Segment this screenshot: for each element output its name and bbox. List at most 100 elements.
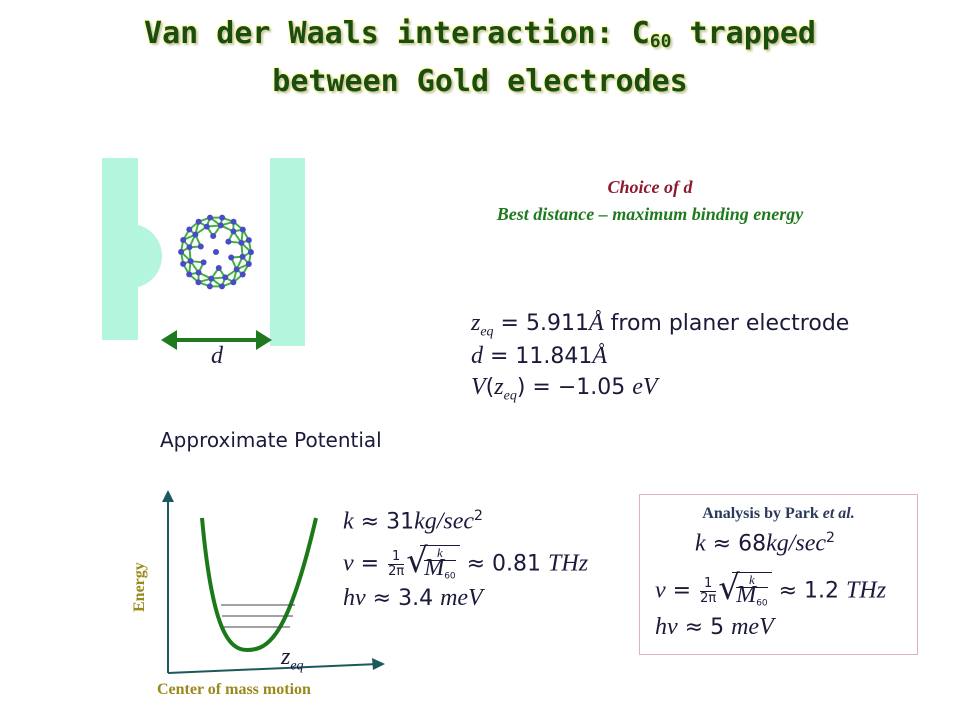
title-line-2: between Gold electrodes bbox=[272, 64, 688, 99]
d-unit: Å bbox=[592, 343, 608, 369]
c60-atom bbox=[178, 248, 185, 255]
zeq-value: = 5.911 bbox=[493, 311, 589, 336]
c60-atom bbox=[239, 253, 246, 260]
park-nu-unit: THz bbox=[846, 577, 887, 604]
zeq-symbol: z bbox=[471, 310, 481, 336]
v-equation: V(zeq) = −1.05 eV bbox=[471, 374, 658, 404]
nu-frac-num: 1 bbox=[388, 549, 405, 565]
k-symbol: k bbox=[343, 508, 354, 535]
park-k-symbol: k bbox=[695, 530, 706, 557]
c60-atom bbox=[200, 259, 207, 266]
c60-atom bbox=[233, 266, 240, 273]
c60-atom bbox=[238, 239, 245, 246]
nu-rad-den: M bbox=[424, 555, 445, 581]
c60-atom bbox=[210, 233, 217, 240]
park-title: Analysis by Park et al. bbox=[639, 505, 918, 523]
park-nu-rad-den: M bbox=[736, 582, 757, 608]
title-line-1: Van der Waals interaction: C60 trapped bbox=[0, 14, 960, 62]
zeq-equation: zeq = 5.911Å from planer electrode bbox=[471, 310, 849, 340]
park-title-italic: et al. bbox=[822, 505, 855, 522]
c60-atom bbox=[218, 283, 225, 290]
c60-atom bbox=[225, 238, 232, 245]
potential-heading: Approximate Potential bbox=[160, 428, 382, 452]
park-hnu-unit: meV bbox=[731, 614, 774, 640]
hnu-value: ≈ 3.4 bbox=[365, 586, 441, 611]
c60-atom bbox=[195, 279, 202, 286]
nu-unit: THz bbox=[548, 550, 589, 577]
c60-atom bbox=[207, 214, 214, 221]
c60-atom bbox=[195, 269, 202, 276]
c60-molecule bbox=[178, 214, 254, 290]
c60-atom bbox=[180, 260, 187, 267]
park-hnu-symbol: hν bbox=[655, 614, 678, 640]
x-axis-arrow bbox=[372, 658, 385, 670]
nu-frac-den: 2π bbox=[388, 563, 405, 579]
k-equation: k ≈ 31kg/sec2 bbox=[343, 508, 483, 535]
zeq-plot-symbol: z bbox=[281, 644, 291, 670]
v-symbol: V bbox=[471, 374, 486, 400]
park-nu-value: ≈ 1.2 bbox=[771, 578, 847, 604]
c60-atom bbox=[230, 279, 237, 286]
c60-atom bbox=[192, 231, 199, 238]
c60-atom bbox=[195, 218, 202, 225]
d-label: d bbox=[211, 343, 224, 369]
park-nu-symbol: ν bbox=[655, 577, 666, 604]
zeq-tail: from planer electrode bbox=[603, 311, 850, 336]
park-nu-frac-den: 2π bbox=[700, 590, 717, 606]
right-electrode bbox=[270, 158, 305, 346]
d-equation: d = 11.841Å bbox=[471, 343, 607, 370]
park-nu-rad-num: k bbox=[736, 573, 768, 588]
left-electrode-tip bbox=[138, 225, 163, 287]
hnu-symbol: hν bbox=[343, 585, 366, 611]
choice-subheading: Best distance – maximum binding energy bbox=[496, 204, 804, 224]
potential-plot bbox=[162, 490, 385, 674]
park-k-exponent: 2 bbox=[826, 530, 835, 546]
c60-atom bbox=[239, 226, 246, 233]
c60-atom bbox=[230, 228, 237, 235]
park-nu-rad-den-wrap: M60 bbox=[736, 583, 768, 611]
park-nu-rad-den-sub: 60 bbox=[756, 598, 768, 609]
c60-atom bbox=[217, 222, 224, 229]
v-arg-subscript: eq bbox=[503, 388, 517, 404]
zeq-subscript: eq bbox=[480, 324, 494, 340]
park-nu-frac-num: 1 bbox=[700, 576, 717, 592]
v-unit: eV bbox=[632, 374, 658, 400]
c60-atom bbox=[208, 275, 215, 282]
zeq-unit: Å bbox=[588, 310, 604, 336]
d-symbol: d bbox=[471, 343, 483, 369]
c60-atom bbox=[187, 258, 194, 265]
distance-arrow-right-head bbox=[256, 330, 272, 350]
k-value: ≈ 31 bbox=[353, 509, 415, 535]
park-hnu-equation: hν ≈ 5 meV bbox=[655, 614, 774, 641]
c60-atom bbox=[203, 223, 210, 230]
c60-atom bbox=[180, 236, 187, 243]
nu-rad-num: k bbox=[424, 546, 456, 561]
v-value: = −1.05 bbox=[525, 375, 633, 400]
choice-heading: Choice of d bbox=[607, 177, 693, 197]
k-exponent: 2 bbox=[474, 508, 483, 524]
c60-atom bbox=[247, 249, 254, 256]
c60-atom bbox=[230, 218, 237, 225]
title-suffix: trapped bbox=[671, 16, 816, 51]
left-electrode bbox=[102, 158, 138, 340]
nu-symbol: ν bbox=[343, 550, 354, 577]
c60-atom bbox=[245, 261, 252, 268]
park-title-prefix: Analysis by Park bbox=[702, 505, 823, 522]
y-axis-label: Energy bbox=[131, 562, 148, 612]
c60-atom bbox=[206, 283, 213, 290]
c60-atom bbox=[239, 271, 246, 278]
v-arg: z bbox=[494, 374, 504, 400]
park-nu-equation: ν = 12πkM60 ≈ 1.2 THz bbox=[655, 568, 887, 611]
c60-atom bbox=[219, 214, 226, 221]
v-close-paren: ) bbox=[516, 375, 526, 400]
c60-atom bbox=[186, 226, 193, 233]
c60-atom bbox=[213, 249, 219, 255]
x-axis-label: Center of mass motion bbox=[157, 681, 311, 698]
